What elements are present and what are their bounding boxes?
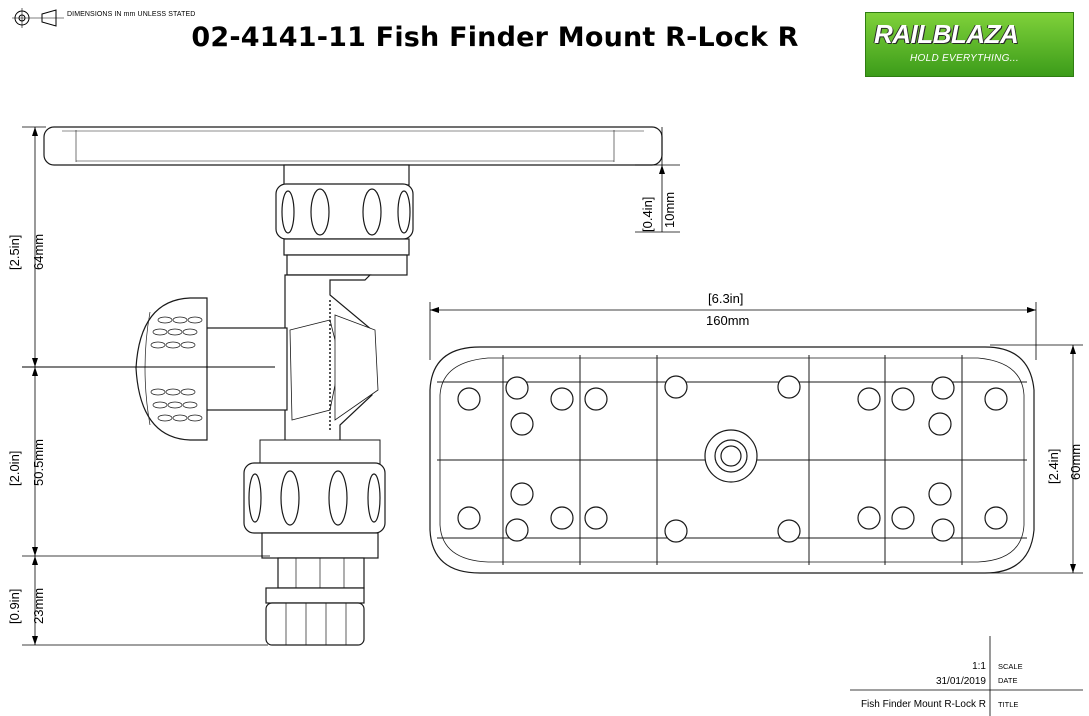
projection-symbol-icon (12, 8, 64, 28)
dim-plate-width-mm: 60mm (1068, 443, 1083, 480)
drawing-title: 02-4141-11 Fish Finder Mount R-Lock R (191, 22, 799, 53)
knob-stem (204, 327, 288, 411)
scale-label: SCALE (998, 662, 1023, 671)
dim-plate-thickness-in: [0.4in] (640, 196, 655, 232)
dim-upper-height-in: [2.5in] (7, 234, 22, 270)
dim-plate-length-in: [6.3in] (708, 291, 744, 306)
upper-lock-ring (275, 183, 414, 240)
side-plate (43, 126, 663, 166)
lower-lock-ring (243, 462, 386, 534)
dim-lower-height-mm: 50.5mm (31, 439, 46, 486)
dim-upper-height-mm: 64mm (31, 233, 46, 270)
base-foot (265, 602, 365, 646)
logo-brand-text: RAILBLAZA (874, 19, 1019, 49)
dim-plate-thickness-mm: 10mm (662, 191, 677, 228)
date-value: 31/01/2019 (935, 676, 986, 687)
dim-plate-width-in: [2.4in] (1046, 448, 1061, 484)
dim-base-height-mm: 23mm (31, 587, 46, 624)
title-label: TITLE (998, 700, 1019, 709)
title-value: Fish Finder Mount R-Lock R (860, 699, 986, 710)
dim-base-height-in: [0.9in] (7, 588, 22, 624)
dim-plate-length-mm: 160mm (706, 313, 750, 328)
base-spline (277, 557, 365, 589)
date-label: DATE (998, 676, 1018, 685)
logo-tagline: HOLD EVERYTHING... (910, 53, 1019, 64)
upper-collar (283, 164, 410, 186)
scale-value: 1:1 (972, 661, 986, 672)
railblaza-logo: RAILBLAZA HOLD EVERYTHING... (865, 12, 1074, 77)
units-note: DIMENSIONS IN mm UNLESS STATED (67, 11, 196, 18)
dim-lower-height-in: [2.0in] (7, 450, 22, 486)
